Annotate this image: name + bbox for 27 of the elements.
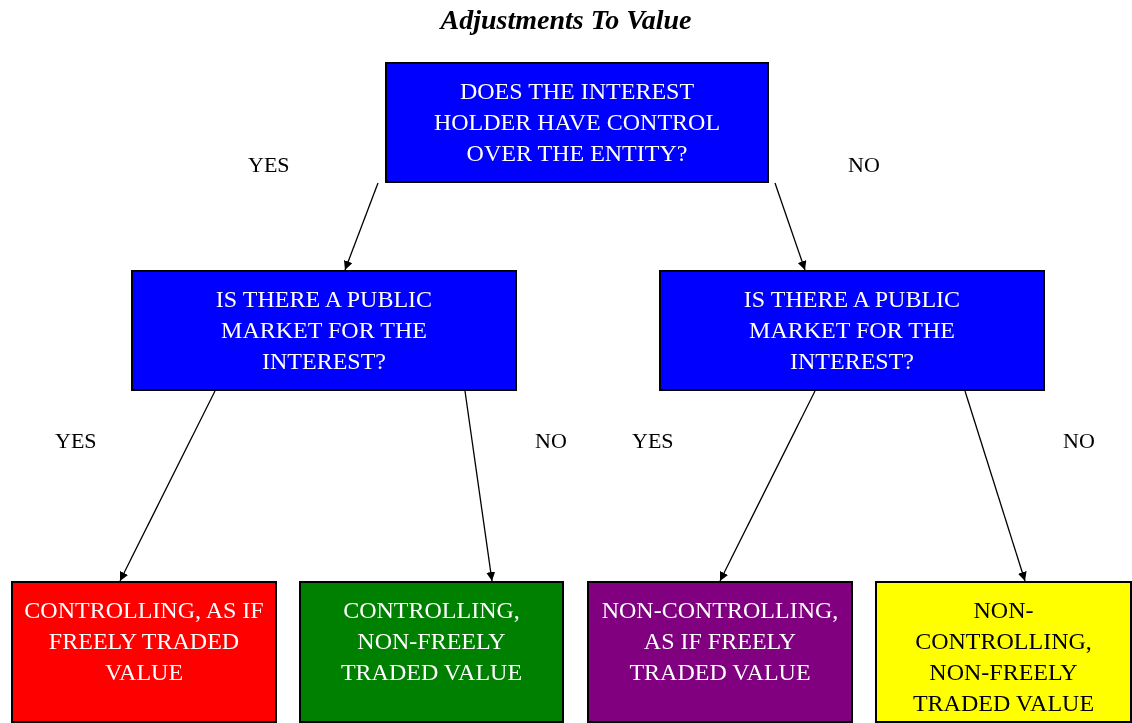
edge-label: YES xyxy=(55,428,97,454)
process-box xyxy=(659,270,1045,391)
box-label: CONTROLLING, AS IF FREELY TRADED VALUE xyxy=(23,596,265,687)
arrow xyxy=(774,182,807,271)
arrow xyxy=(119,390,216,582)
process-box xyxy=(131,270,517,391)
edge-label: NO xyxy=(1063,428,1095,454)
edge-label: YES xyxy=(248,152,290,178)
edge-label: NO xyxy=(848,152,880,178)
box-label: NON-CONTROLLING, NON-FREELY TRADED VALUE xyxy=(911,596,1096,718)
box-label: CONTROLLING, NON-FREELY TRADED VALUE xyxy=(339,596,524,687)
box-label: IS THERE A PUBLIC MARKET FOR THE INTEREST? xyxy=(742,285,962,376)
arrow xyxy=(719,390,816,582)
edge-label: YES xyxy=(632,428,674,454)
diagram-title: Adjustments To Value xyxy=(440,4,692,36)
edge-label: NO xyxy=(535,428,567,454)
process-box xyxy=(11,581,277,723)
process-box xyxy=(875,581,1132,723)
process-box xyxy=(299,581,564,723)
box-label: DOES THE INTEREST HOLDER HAVE CONTROL OVER THE ENTITY? xyxy=(432,77,722,168)
box-label: IS THERE A PUBLIC MARKET FOR THE INTEREST? xyxy=(214,285,434,376)
arrow xyxy=(464,390,496,582)
arrow xyxy=(964,390,1027,582)
process-box xyxy=(587,581,853,723)
box-label: NON-CONTROLLING, AS IF FREELY TRADED VALUE xyxy=(600,596,840,687)
arrow xyxy=(344,182,379,271)
process-box xyxy=(385,62,769,183)
